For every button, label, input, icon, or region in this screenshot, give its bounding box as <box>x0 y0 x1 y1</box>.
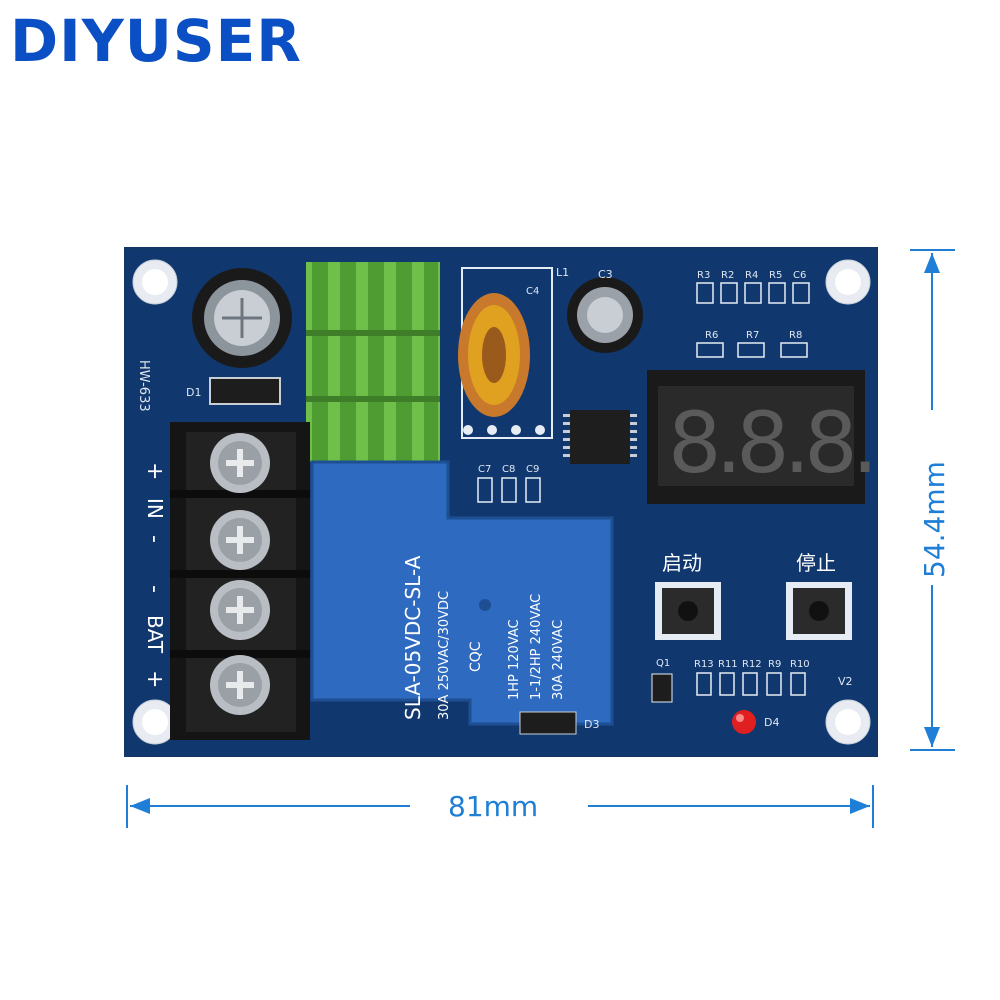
label-c7: C7 <box>478 464 491 475</box>
label-c9: C9 <box>526 464 539 475</box>
start-button[interactable] <box>655 582 721 640</box>
label-v2: V2 <box>838 675 853 688</box>
label-c6: C6 <box>793 270 806 281</box>
relay <box>310 460 614 726</box>
label-stop: 停止 <box>796 551 836 575</box>
heatsink <box>306 262 440 462</box>
label-r2: R2 <box>721 270 734 281</box>
label-start: 启动 <box>662 551 702 575</box>
inductor-pads <box>463 425 545 435</box>
label-d3: D3 <box>584 718 599 731</box>
label-r5: R5 <box>769 270 782 281</box>
stop-button[interactable] <box>786 582 852 640</box>
label-l1: L1 <box>556 266 569 279</box>
label-r4: R4 <box>745 270 758 281</box>
width-label: 81mm <box>448 790 538 823</box>
capacitor-row <box>477 477 541 503</box>
label-r11: R11 <box>718 659 738 670</box>
diode-d3 <box>519 711 577 735</box>
relay-line3: 1-1/2HP 240VAC <box>529 594 544 700</box>
label-plus-top: + <box>142 462 167 480</box>
brand-name: DIYUSER <box>10 7 302 75</box>
label-q1: Q1 <box>656 658 670 669</box>
label-c4: C4 <box>526 286 539 297</box>
label-d4: D4 <box>764 716 779 729</box>
label-d1: D1 <box>186 386 201 399</box>
relay-line1: 30A 250VAC/30VDC <box>437 591 452 720</box>
relay-mark: CQC <box>468 641 484 672</box>
terminal-screws <box>210 433 270 715</box>
relay-markings: SLA-05VDC-SL-A 30A 250VAC/30VDC CQC 1HP … <box>401 555 566 720</box>
diode-d1 <box>209 377 281 405</box>
brand-logo: DIYUSER <box>10 6 320 76</box>
label-r9: R9 <box>768 659 781 670</box>
mounting-holes <box>132 259 871 745</box>
label-r8: R8 <box>789 330 802 341</box>
inductor-l1 <box>458 293 530 417</box>
label-minus-top: - <box>142 535 167 543</box>
label-r7: R7 <box>746 330 759 341</box>
ic-chip <box>563 410 637 464</box>
height-dimension <box>910 249 955 751</box>
resistor-row-middle <box>696 342 808 358</box>
capacitor-c3 <box>567 277 643 353</box>
label-r12: R12 <box>742 659 762 670</box>
relay-line4: 30A 240VAC <box>551 620 566 700</box>
height-label: 54.4mm <box>918 461 951 578</box>
label-r6: R6 <box>705 330 718 341</box>
label-r10: R10 <box>790 659 810 670</box>
seven-segment-display: 8.8.8. <box>647 370 878 504</box>
width-dimension <box>126 785 874 828</box>
label-c8: C8 <box>502 464 515 475</box>
transistor-q1 <box>651 673 673 703</box>
label-bat: BAT <box>143 615 167 654</box>
label-plus-bottom: + <box>142 670 167 688</box>
label-c3: C3 <box>598 268 613 281</box>
resistor-row-top <box>696 282 810 304</box>
led-d4 <box>732 710 756 734</box>
relay-model: SLA-05VDC-SL-A <box>401 555 425 720</box>
relay-line2: 1HP 120VAC <box>507 619 522 700</box>
capacitor-c1 <box>192 268 292 368</box>
display-digits: 8.8.8. <box>668 394 872 492</box>
model-label: HW-633 <box>136 360 151 412</box>
label-r3: R3 <box>697 270 710 281</box>
resistor-row-bottom <box>696 672 806 696</box>
label-in: IN <box>143 498 167 519</box>
label-minus-bottom: - <box>142 585 167 593</box>
label-r13: R13 <box>694 659 714 670</box>
